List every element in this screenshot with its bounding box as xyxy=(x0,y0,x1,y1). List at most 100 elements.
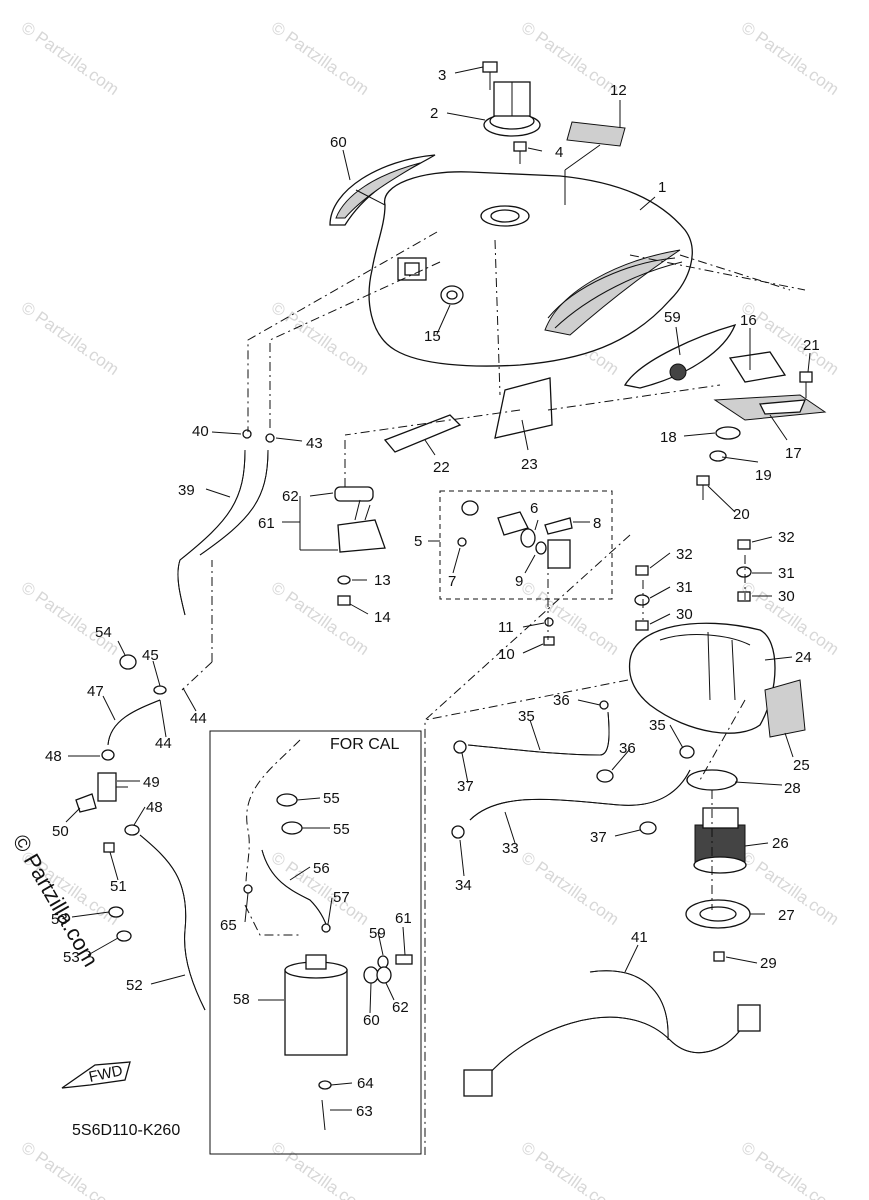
callout-57: 57 xyxy=(333,889,350,906)
callout-24: 24 xyxy=(795,649,812,666)
callout-36: 36 xyxy=(619,740,636,757)
clamp-48-bottom xyxy=(124,824,140,836)
diagram-code: 5S6D110-K260 xyxy=(72,1122,180,1139)
watermark-text: © Partzilla.com xyxy=(518,18,623,99)
watermark-text: © Partzilla.com xyxy=(18,578,123,659)
callout-5: 5 xyxy=(414,533,422,550)
bolt-29 xyxy=(713,951,725,962)
sheet-25 xyxy=(764,679,806,738)
callout-48-bottom: 48 xyxy=(146,799,163,816)
bolt-32-left xyxy=(635,565,649,576)
callout-7: 7 xyxy=(448,573,456,590)
callout-49: 49 xyxy=(143,774,160,791)
callout-23: 23 xyxy=(521,456,538,473)
fuel-sender xyxy=(334,486,386,553)
washer-11 xyxy=(544,617,554,627)
watermark-text: © Partzilla.com xyxy=(518,1138,623,1200)
callout-21: 21 xyxy=(803,337,820,354)
callout-27: 27 xyxy=(778,907,795,924)
callout-22: 22 xyxy=(433,459,450,476)
callout-15: 15 xyxy=(424,328,441,345)
nut-30-right xyxy=(737,591,751,602)
bracket-50 xyxy=(75,793,97,813)
plate-27 xyxy=(685,899,751,929)
clamp-55-bottom xyxy=(281,821,303,835)
fuel-tank xyxy=(368,171,693,367)
callout-26: 26 xyxy=(772,835,789,852)
watermark-text: © Partzilla.com xyxy=(18,298,123,379)
callout-68: 61 xyxy=(258,515,275,532)
grommet-15 xyxy=(440,285,464,305)
callout-43: 40 xyxy=(192,423,209,440)
watermark-text: © Partzilla.com xyxy=(268,578,373,659)
damper-22 xyxy=(383,414,462,453)
washer-13 xyxy=(337,575,351,585)
callout-32-left: 32 xyxy=(676,546,693,563)
washer-31-right xyxy=(736,566,752,578)
gasket-28 xyxy=(686,769,738,791)
bolt-32-right xyxy=(737,539,751,550)
callout-14: 14 xyxy=(374,609,391,626)
callout-4: 4 xyxy=(555,144,563,161)
callout-2: 2 xyxy=(430,105,438,122)
callout-60: 60 xyxy=(363,1012,380,1029)
clip-57 xyxy=(321,923,331,933)
hose-63 xyxy=(321,1099,326,1131)
connector-41a xyxy=(463,1069,493,1097)
callout-61: 61 xyxy=(395,910,412,927)
fuel-cock xyxy=(457,500,573,569)
callout-18: 18 xyxy=(660,429,677,446)
watermark-text: © Partzilla.com xyxy=(268,298,373,379)
callout-62: 62 xyxy=(392,999,409,1016)
bolt-21 xyxy=(799,371,813,398)
hose-47 xyxy=(107,699,161,746)
clamp-35 xyxy=(679,745,695,759)
callout-30-left: 30 xyxy=(676,606,693,623)
callout-19: 19 xyxy=(755,467,772,484)
hose-38 xyxy=(467,711,610,756)
callout-31-left: 31 xyxy=(676,579,693,596)
california-inset-box xyxy=(209,730,422,1155)
leader-lines xyxy=(65,66,811,1111)
callout-67: 60 xyxy=(330,134,347,151)
clip-34 xyxy=(451,825,465,839)
callout-10: 10 xyxy=(498,646,515,663)
hose-41 xyxy=(479,1016,746,1086)
watermark-text: © Partzilla.com xyxy=(518,578,623,659)
callout-45: 45 xyxy=(142,647,159,664)
sub-tank xyxy=(628,622,776,734)
washer-31-left xyxy=(634,594,650,606)
clamp-53-top xyxy=(108,906,124,918)
callout-38: 35 xyxy=(518,708,535,725)
callout-54: 54 xyxy=(95,624,112,641)
callout-28: 28 xyxy=(784,780,801,797)
callout-65: 65 xyxy=(220,917,237,934)
callout-64: 64 xyxy=(357,1075,374,1092)
screw-10 xyxy=(543,636,555,646)
callout-50: 50 xyxy=(52,823,69,840)
fuel-cap xyxy=(483,81,541,137)
collar-60 xyxy=(363,966,379,984)
watermark-text: © Partzilla.com xyxy=(738,1138,843,1200)
valve-49 xyxy=(97,772,128,802)
clip-64 xyxy=(318,1080,332,1090)
callout-46: 43 xyxy=(306,435,323,452)
callout-6: 6 xyxy=(530,500,538,517)
callout-52: 52 xyxy=(126,977,143,994)
clip-65 xyxy=(243,884,253,894)
callout-29: 29 xyxy=(760,955,777,972)
watermark-text: © Partzilla.com xyxy=(18,1138,123,1200)
label-sticker xyxy=(566,121,626,147)
callout-9: 9 xyxy=(515,573,523,590)
clamp-54 xyxy=(119,654,137,670)
clamp-37 xyxy=(639,821,657,835)
emblem-left xyxy=(329,154,436,226)
callout-48-top: 48 xyxy=(45,748,62,765)
callout-13: 13 xyxy=(374,572,391,589)
callout-39: 36 xyxy=(553,692,570,709)
callout-20: 20 xyxy=(733,506,750,523)
callout-47: 47 xyxy=(87,683,104,700)
callout-3: 3 xyxy=(438,67,446,84)
callout-69: 62 xyxy=(282,488,299,505)
callout-53-bottom: 53 xyxy=(63,949,80,966)
